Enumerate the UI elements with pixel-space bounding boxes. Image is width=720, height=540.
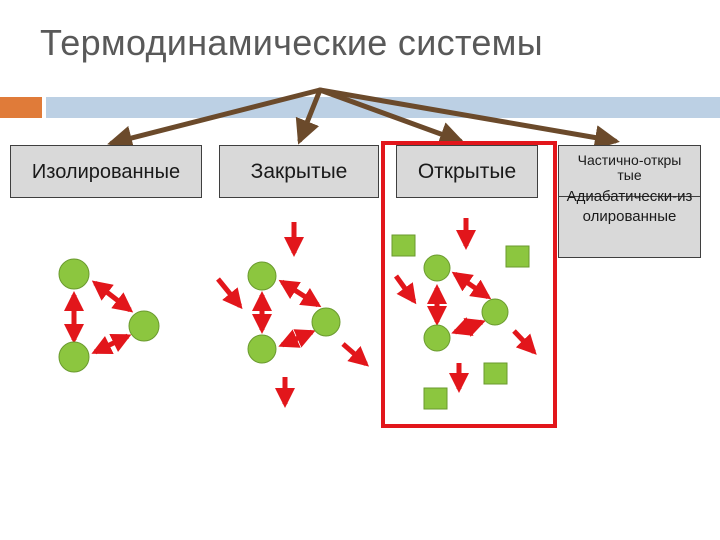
category-box-open: Открытые — [396, 145, 538, 198]
slide-title: Термодинамические системы — [40, 22, 543, 63]
category-box-closed: Закрытые — [219, 145, 379, 198]
particle-circle — [58, 341, 90, 373]
interaction-arrow — [278, 329, 316, 348]
tree-arrow-open — [317, 87, 465, 146]
matter-square — [391, 234, 416, 257]
category-box-adiabatic: Адиабатически-изолированные — [558, 188, 701, 258]
particle-circle — [311, 307, 341, 337]
particle-circle — [423, 254, 451, 282]
category-label-isolated: Изолированные — [31, 160, 181, 183]
isolated-system-diagram — [58, 258, 160, 373]
energy-outflow-arrow — [341, 342, 370, 367]
interaction-arrow — [91, 280, 134, 313]
particle-circle — [247, 334, 277, 364]
energy-outflow-arrow — [512, 329, 537, 355]
category-box-isolated: Изолированные — [10, 145, 202, 198]
tree-arrow-partial — [317, 87, 620, 150]
tree-arrow-isolated — [107, 87, 323, 151]
category-label-partially-open: Частично-открытые — [577, 152, 682, 183]
category-label-adiabatic: Адиабатически-изолированные — [566, 188, 693, 225]
accent-bar-orange — [0, 97, 42, 118]
category-label-open: Открытые — [417, 159, 517, 183]
category-box-partially-open: Частично-открытые — [558, 145, 701, 201]
particle-circle — [58, 258, 90, 290]
energy-inflow-arrow — [216, 277, 243, 310]
tree-arrow-closed — [295, 87, 323, 145]
interaction-arrow — [91, 333, 132, 355]
matter-square — [505, 245, 530, 268]
closed-system-diagram — [216, 222, 370, 408]
particle-circle — [128, 310, 160, 342]
accent-bar-blue — [46, 97, 720, 118]
interaction-arrow — [451, 317, 486, 337]
category-label-closed: Закрытые — [250, 159, 348, 183]
open-system-highlight-frame — [381, 141, 557, 428]
particle-circle — [481, 298, 509, 326]
interaction-arrow — [278, 279, 322, 308]
particle-circle — [423, 324, 451, 352]
energy-inflow-arrow — [393, 274, 417, 305]
particle-circle — [247, 261, 277, 291]
hierarchy-arrows — [107, 87, 620, 151]
open-system-diagram — [391, 218, 537, 410]
matter-square — [423, 387, 448, 410]
matter-square — [483, 362, 508, 385]
interaction-arrow — [451, 271, 492, 300]
